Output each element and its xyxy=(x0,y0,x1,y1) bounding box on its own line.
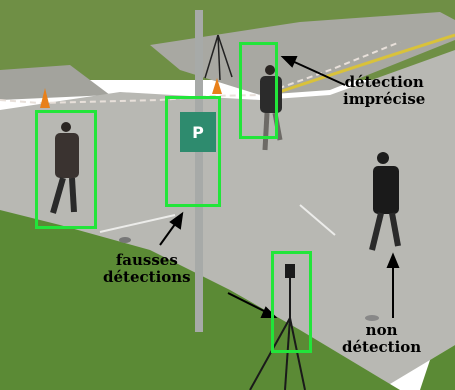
label-false-detections: fausses détections xyxy=(103,252,191,286)
label-missed-detection: non détection xyxy=(342,322,421,356)
lawn-right xyxy=(420,345,455,390)
parking-sign xyxy=(180,112,216,152)
person-left xyxy=(50,122,79,214)
label-false-line1: fausses xyxy=(115,251,178,269)
parking-lot-left xyxy=(0,65,110,100)
label-imprecise-line2: imprécise xyxy=(343,90,426,108)
debris xyxy=(119,237,131,243)
person-right xyxy=(369,152,401,251)
pavement-marking-2 xyxy=(299,204,336,236)
label-imprecise: détection imprécise xyxy=(343,74,425,108)
traffic-cone-2 xyxy=(212,78,222,94)
lamp-pole xyxy=(195,10,203,332)
label-false-line2: détections xyxy=(103,268,191,286)
label-missed-line2: détection xyxy=(342,338,422,356)
detection-box-person-top xyxy=(239,42,278,139)
annotation-arrows xyxy=(159,56,400,318)
parking-sign-text: P xyxy=(192,123,204,142)
detection-box-sign xyxy=(165,96,221,207)
detection-box-person-left xyxy=(35,110,97,229)
near-tripod xyxy=(249,264,306,390)
pavement-marking xyxy=(99,214,176,233)
far-tripod xyxy=(204,34,233,81)
parking-lot xyxy=(150,12,455,95)
detection-box-tripod xyxy=(271,251,312,353)
label-missed-line1: non xyxy=(365,321,398,339)
road-line xyxy=(269,33,455,97)
debris-2 xyxy=(365,315,379,321)
traffic-cone xyxy=(40,88,50,108)
label-imprecise-line1: détection xyxy=(344,73,424,91)
